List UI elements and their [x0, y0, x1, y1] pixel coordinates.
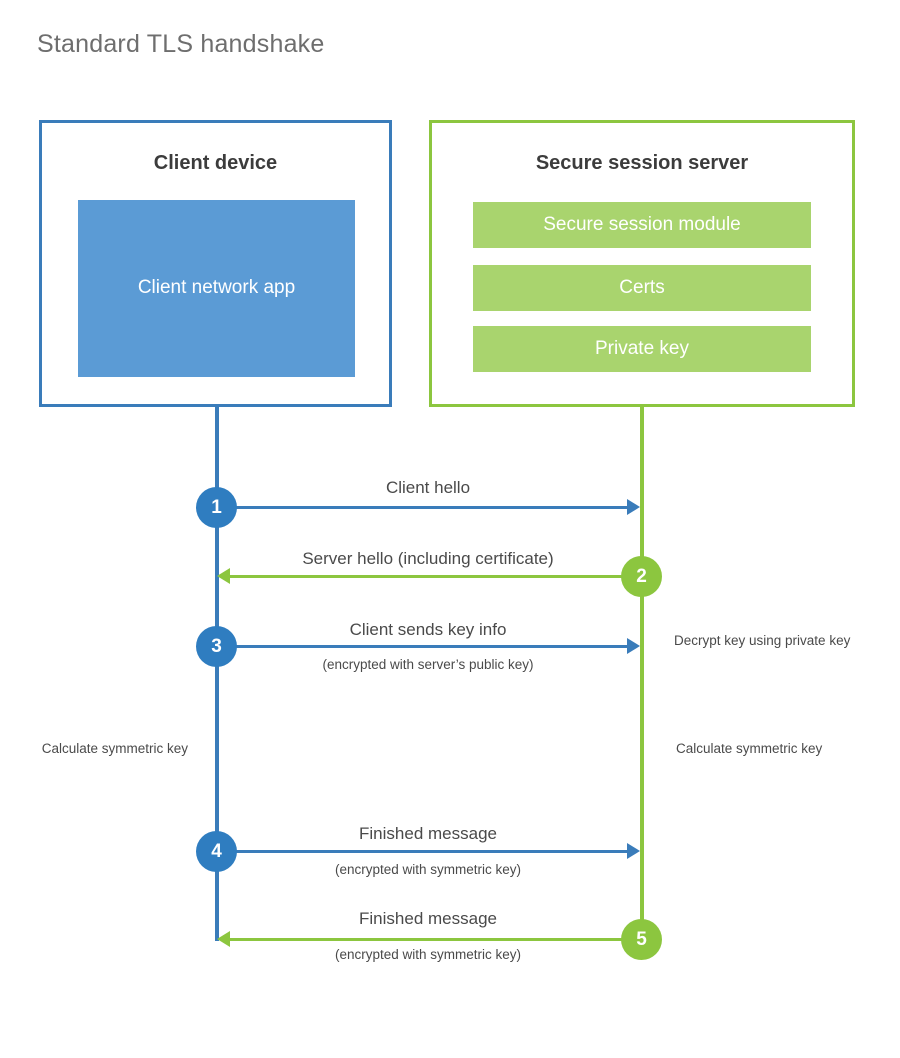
- step-circle-2[interactable]: 2: [621, 556, 662, 597]
- server-block-certs: Certs: [473, 265, 811, 311]
- message-label-3: Client sends key info: [349, 620, 507, 639]
- page-title: Standard TLS handshake: [37, 30, 325, 58]
- message-arrow-head-4: [627, 843, 640, 859]
- server-lifeline: [640, 406, 644, 939]
- secure-session-server-title: Secure session server: [535, 152, 749, 174]
- step-circle-5[interactable]: 5: [621, 919, 662, 960]
- step-circle-4[interactable]: 4: [196, 831, 237, 872]
- message-arrow-line-3: [216, 645, 627, 648]
- step-circle-1[interactable]: 1: [196, 487, 237, 528]
- message-label-2: Server hello (including certificate): [302, 549, 554, 568]
- message-label-5: Finished message: [359, 909, 497, 928]
- message-arrow-line-4: [216, 850, 627, 853]
- message-arrow-head-2: [217, 568, 230, 584]
- message-arrow-head-3: [627, 638, 640, 654]
- message-arrow-head-5: [217, 931, 230, 947]
- client-device-box: Client device Client network app: [39, 120, 392, 407]
- secure-session-server-box: Secure session server Secure session mod…: [429, 120, 855, 407]
- note-calculate-symmetric-key-client: Calculate symmetric key: [41, 741, 188, 756]
- message-sublabel-5: (encrypted with symmetric key): [334, 947, 522, 962]
- server-block-private-key: Private key: [473, 326, 811, 372]
- message-arrow-head-1: [627, 499, 640, 515]
- client-device-title: Client device: [153, 152, 278, 174]
- note-calculate-symmetric-key-server: Calculate symmetric key: [676, 741, 823, 756]
- server-block-secure-session-module: Secure session module: [473, 202, 811, 248]
- message-arrow-line-2: [230, 575, 625, 578]
- note-decrypt-key: Decrypt key using private key: [674, 633, 851, 648]
- client-lifeline: [215, 406, 219, 941]
- message-arrow-line-1: [216, 506, 627, 509]
- step-circle-3[interactable]: 3: [196, 626, 237, 667]
- message-arrow-line-5: [230, 938, 625, 941]
- message-sublabel-4: (encrypted with symmetric key): [334, 862, 522, 877]
- message-label-1: Client hello: [385, 478, 471, 497]
- message-sublabel-3: (encrypted with server’s public key): [322, 657, 534, 672]
- message-label-4: Finished message: [359, 824, 497, 843]
- client-network-app-block: Client network app: [78, 200, 355, 377]
